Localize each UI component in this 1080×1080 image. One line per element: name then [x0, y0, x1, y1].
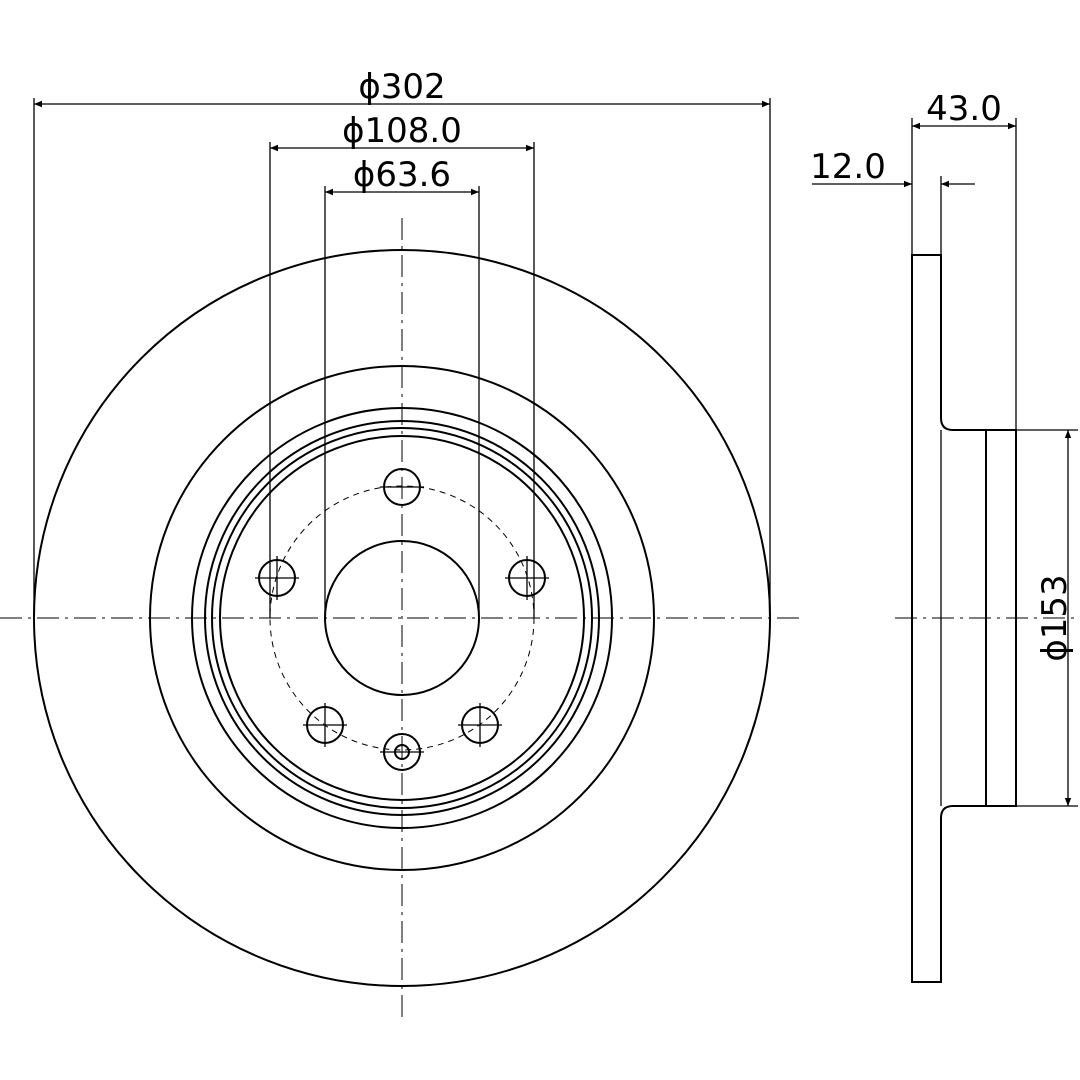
hat-ring-2 [204, 420, 600, 816]
label-hat-diameter: ϕ153 [1035, 574, 1075, 661]
side-view-dimensions: 43.0 12.0 ϕ153 [810, 89, 1078, 807]
front-view [0, 218, 805, 1022]
front-view-dimensions: ϕ302 ϕ108.0 ϕ63.6 [33, 67, 771, 618]
label-total-height: 43.0 [926, 89, 1002, 129]
hat-ring-outer [191, 407, 613, 829]
label-outer-diameter: ϕ302 [358, 67, 445, 107]
friction-ring-inner-edge [149, 365, 655, 871]
hat-ring-inner [219, 435, 585, 801]
side-profile [911, 254, 1017, 983]
label-disc-thickness: 12.0 [810, 147, 886, 187]
label-bolt-circle-diameter: ϕ108.0 [342, 111, 462, 151]
label-center-bore-diameter: ϕ63.6 [353, 155, 451, 195]
hat-ring-3 [211, 427, 593, 809]
